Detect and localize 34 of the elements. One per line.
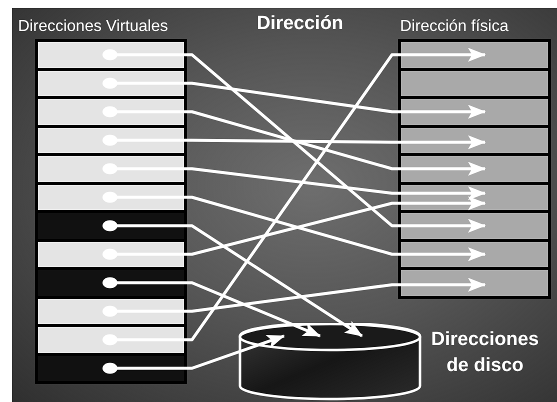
arrow — [102, 277, 321, 338]
address-row — [38, 42, 184, 68]
address-row — [38, 327, 184, 352]
address-row — [38, 156, 184, 182]
address-row — [38, 70, 184, 96]
address-row — [401, 156, 548, 182]
arrow — [102, 78, 486, 119]
arrow — [102, 334, 285, 374]
column-heading: Direcciones Virtuales — [18, 17, 168, 37]
address-row — [401, 42, 548, 68]
arrow — [102, 134, 486, 150]
address-row — [401, 270, 548, 296]
address-row — [401, 99, 548, 124]
address-row — [401, 70, 548, 96]
address-row — [38, 242, 184, 267]
column-heading: Dirección física — [400, 17, 508, 37]
arrow — [102, 106, 486, 176]
address-row — [38, 213, 184, 238]
address-row — [401, 242, 548, 267]
address-row — [38, 128, 184, 153]
arrow — [102, 48, 486, 346]
address-row — [38, 184, 184, 210]
arrow — [102, 220, 363, 338]
arrow — [102, 163, 486, 200]
arrow — [102, 278, 486, 317]
address-row — [38, 99, 184, 124]
address-row — [38, 356, 184, 381]
address-row — [401, 128, 548, 153]
disk-label: Direcciones de disco — [430, 328, 540, 378]
diagram-title: Dirección — [256, 12, 344, 36]
arrow — [102, 49, 486, 233]
address-row — [401, 213, 548, 238]
address-row — [38, 298, 184, 324]
address-row — [38, 270, 184, 296]
